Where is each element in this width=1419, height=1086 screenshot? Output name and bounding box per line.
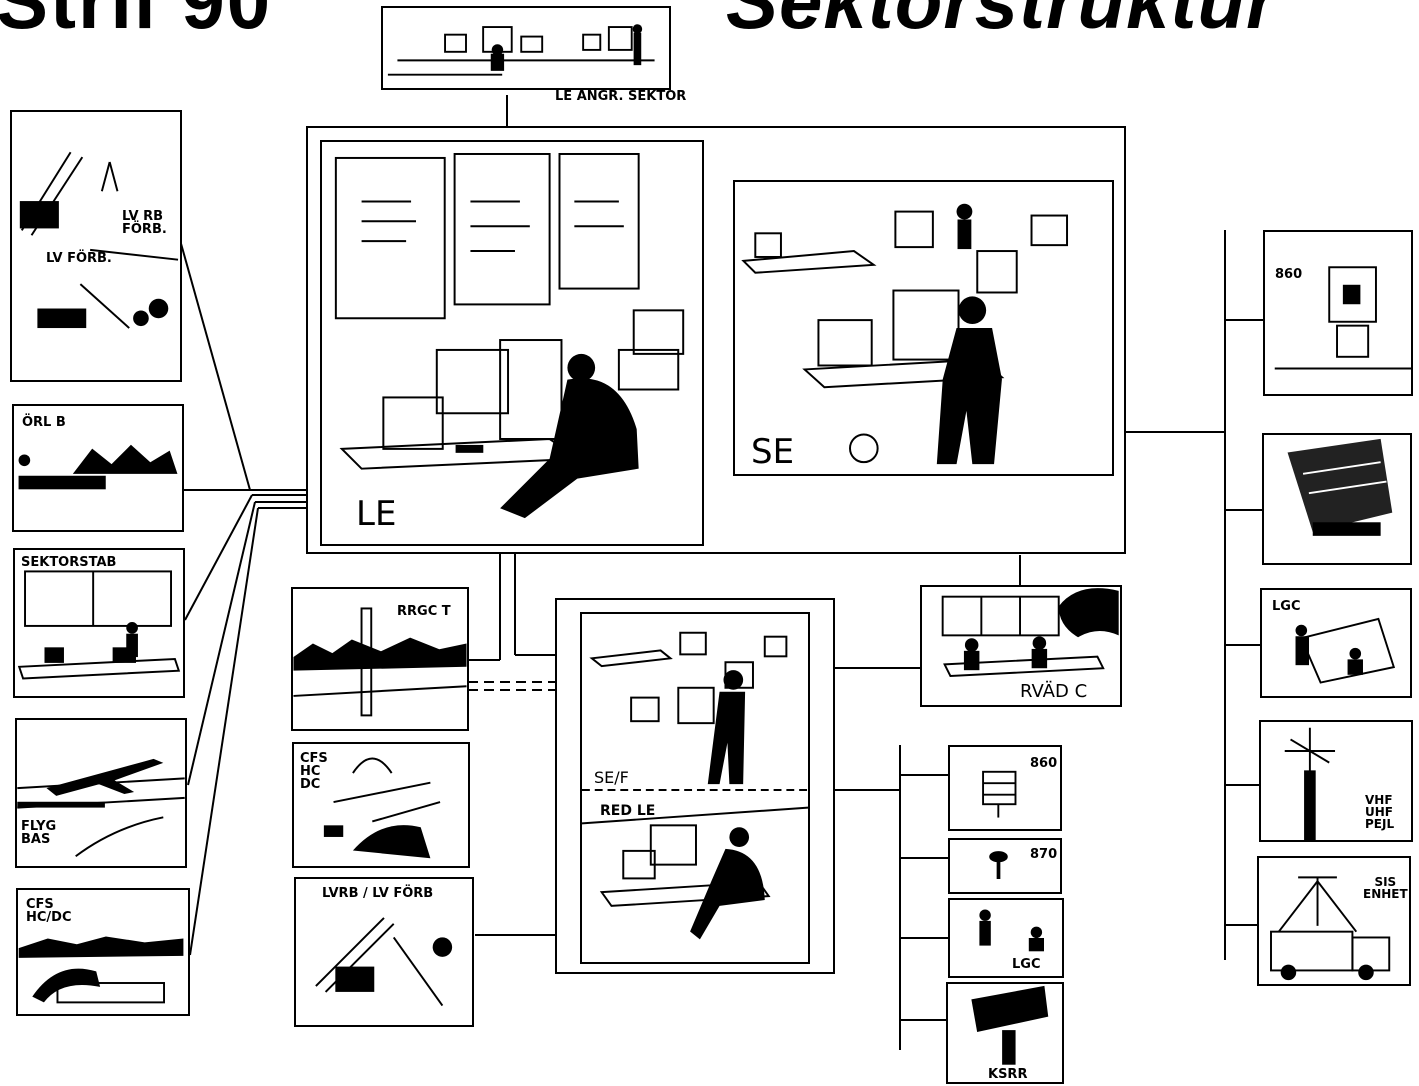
panel-lgc-mid: LGC	[948, 898, 1064, 978]
panel-ksrr: KSRR	[946, 982, 1064, 1084]
panel-rrgc-t: RRGC T	[291, 587, 469, 731]
title-sektorstruktur: Sektorstruktur	[726, 0, 1278, 45]
panel-le-angr-sektor	[381, 6, 671, 90]
label-sis-enhet: SIS ENHET	[1363, 875, 1408, 901]
label-cfs-hc-dc-mid: CFS HC DC	[300, 751, 328, 792]
missile-launcher-icon	[19, 151, 179, 329]
label-orlb: ÖRL B	[22, 415, 66, 430]
label-860-mid: 860	[1030, 756, 1058, 771]
label-sektorstab: SEKTORSTAB	[21, 555, 117, 570]
radar-dome-icon	[18, 936, 184, 1004]
panel-sis-enhet: SIS ENHET	[1257, 856, 1411, 986]
panel-870: 870	[948, 838, 1062, 894]
label-le-angr-sektor: LE ANGR. SEKTOR	[555, 89, 687, 104]
panel-rvad-c: RVÄD C	[920, 585, 1122, 707]
label-rrgc-t: RRGC T	[397, 604, 451, 619]
panel-se: SE	[733, 180, 1114, 476]
panel-radar-antenna-right	[1262, 433, 1412, 565]
label-rvad-c: RVÄD C	[1020, 681, 1088, 702]
panel-cfs-hc-dc-left: CFS HC/DC	[16, 888, 190, 1016]
lgc-operators-icon	[979, 909, 1044, 952]
sis-truck-icon	[1270, 876, 1391, 981]
label-se: SE	[751, 432, 795, 472]
label-lvrb-lv-forb: LVRB / LV FÖRB	[322, 886, 434, 901]
se-workstation-icon	[741, 203, 1069, 465]
label-lgc-mid: LGC	[1012, 957, 1041, 972]
panel-lv-units: LV RB FÖRB. LV FÖRB.	[10, 110, 182, 382]
label-ksrr: KSRR	[988, 1067, 1028, 1082]
label-le: LE	[356, 494, 397, 534]
label-vhf-uhf-pejl: VHF UHF PEJL	[1365, 793, 1395, 831]
ksrr-radar-icon	[971, 985, 1049, 1065]
label-flyg-bas: FLYG BAS	[21, 819, 57, 847]
label-red-le: RED LE	[600, 803, 656, 819]
panel-860-right: 860	[1263, 230, 1413, 396]
label-870: 870	[1030, 847, 1058, 862]
ship-icon	[18, 444, 178, 490]
panel-sektorstab: SEKTORSTAB	[13, 548, 185, 698]
antenna-mast-icon	[1284, 727, 1336, 840]
panel-vhf-uhf-pejl: VHF UHF PEJL	[1259, 720, 1413, 842]
radar-860-icon	[1274, 266, 1411, 370]
panel-860-mid: 860	[948, 745, 1062, 831]
label-cfs-hc-dc-left: CFS HC/DC	[26, 897, 72, 925]
radar-antenna-icon	[982, 770, 1017, 818]
label-lgc-right: LGC	[1272, 599, 1301, 614]
missile-launcher-icon	[315, 917, 453, 1007]
operators-scene-icon	[387, 24, 655, 76]
le-workstation-icon	[334, 153, 685, 519]
label-lv-forb: LV FÖRB.	[46, 251, 112, 266]
label-lv-rb-forb: LV RB FÖRB.	[122, 209, 167, 237]
radar-870-icon	[989, 851, 1008, 879]
panel-lgc-right: LGC	[1260, 588, 1412, 698]
label-860-right: 860	[1275, 267, 1303, 282]
title-stril: Stril 90	[0, 0, 273, 45]
staff-room-icon	[17, 570, 181, 680]
panel-sef-redle: SE/F RED LE	[580, 612, 810, 964]
radar-site-icon	[323, 757, 441, 859]
operator-consoles-icon	[582, 631, 808, 940]
panel-orlb: ÖRL B	[12, 404, 184, 532]
panel-le: LE	[320, 140, 704, 546]
label-se-f: SE/F	[594, 768, 629, 787]
panel-cfs-hc-dc-mid: CFS HC DC	[292, 742, 470, 868]
tower-icon	[293, 607, 467, 717]
weather-center-icon	[941, 588, 1119, 677]
panel-flyg-bas: FLYG BAS	[15, 718, 187, 868]
jet-aircraft-icon	[17, 758, 185, 858]
large-radar-antenna-icon	[1287, 438, 1393, 536]
lgc-room-icon	[1295, 617, 1396, 684]
panel-lvrb-lv-forb: LVRB / LV FÖRB	[294, 877, 474, 1027]
